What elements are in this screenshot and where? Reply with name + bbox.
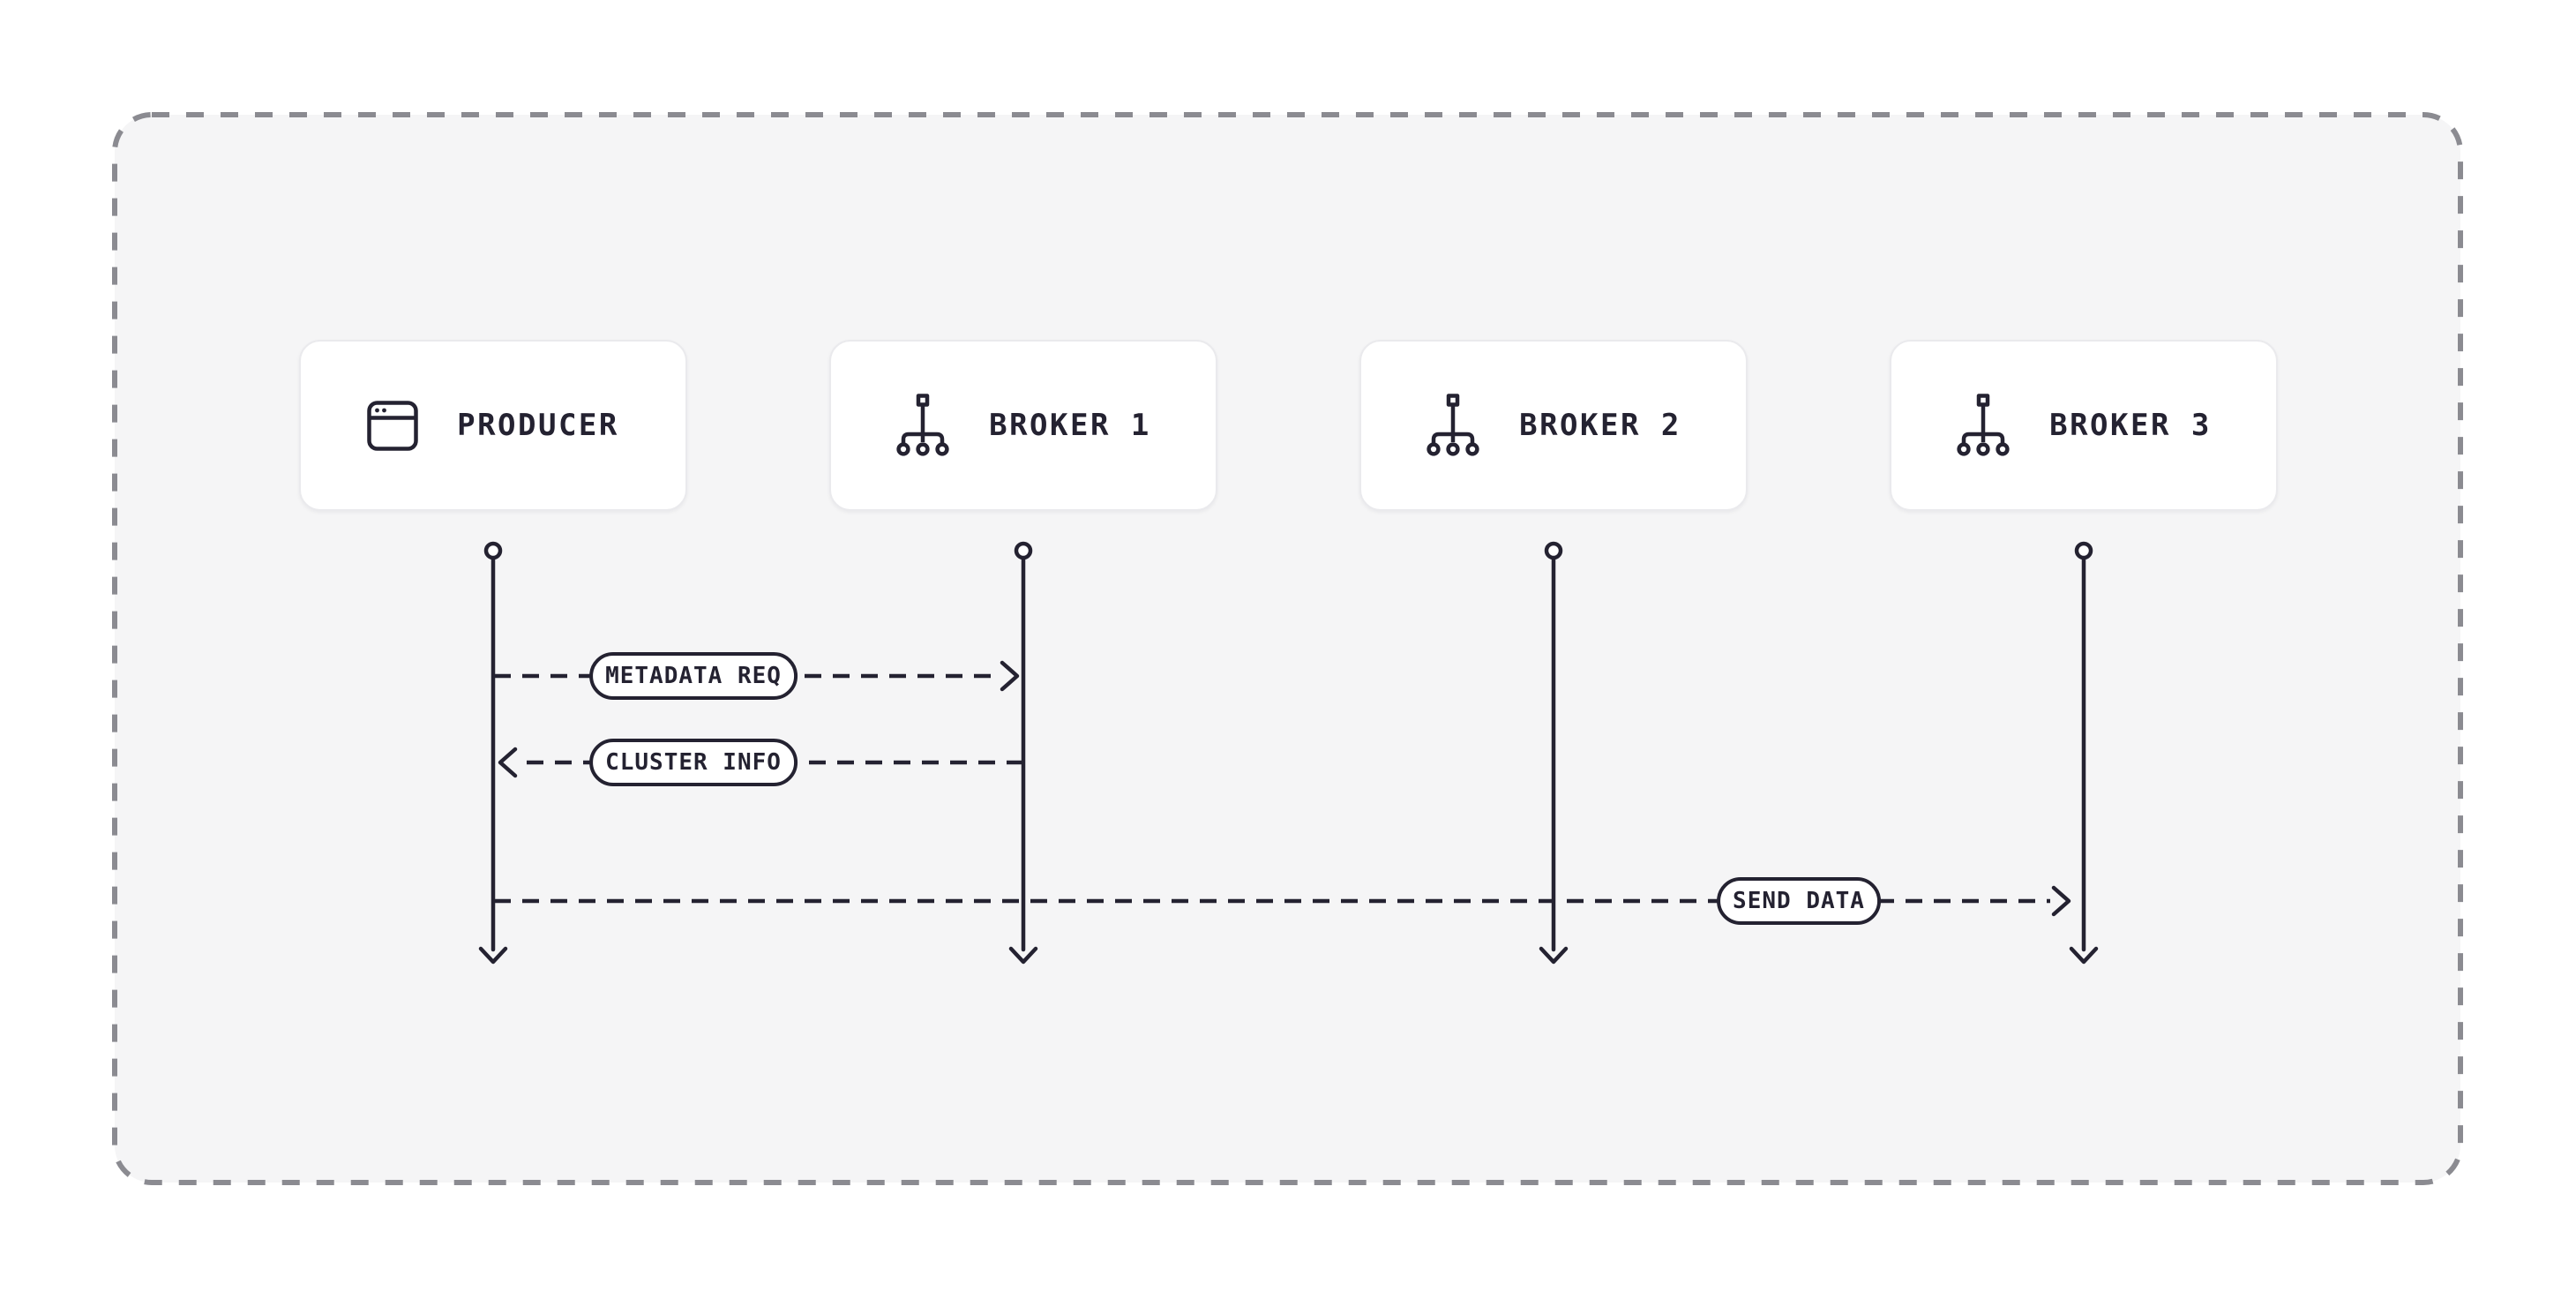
browser-window-icon: [367, 400, 418, 451]
actor-card-broker-3: BROKER 3: [1890, 340, 2278, 511]
lifeline-producer: [478, 541, 508, 965]
actor-card-broker-2: BROKER 2: [1359, 340, 1748, 511]
message-arrow-send-data: [494, 885, 2071, 917]
actor-label: BROKER 1: [989, 408, 1151, 443]
lifeline-broker-3: [2069, 541, 2099, 965]
actor-card-broker-1: BROKER 1: [829, 340, 1217, 511]
message-pill-cluster-info: CLUSTER INFO: [589, 739, 798, 786]
network-nodes-icon: [895, 394, 950, 457]
lifeline-broker-2: [1539, 541, 1569, 965]
actor-label: BROKER 2: [1519, 408, 1681, 443]
actor-label: PRODUCER: [457, 408, 619, 443]
message-arrow-metadata-req: [494, 660, 1020, 692]
message-pill-send-data: SEND DATA: [1717, 877, 1881, 925]
actor-label: BROKER 3: [2049, 408, 2212, 443]
network-nodes-icon: [1956, 394, 2011, 457]
network-nodes-icon: [1426, 394, 1480, 457]
message-pill-metadata-req: METADATA REQ: [589, 652, 798, 700]
lifeline-broker-1: [1008, 541, 1038, 965]
dashed-frame: [112, 112, 2463, 1185]
actor-card-producer: PRODUCER: [299, 340, 687, 511]
message-arrow-cluster-info: [498, 747, 1023, 778]
